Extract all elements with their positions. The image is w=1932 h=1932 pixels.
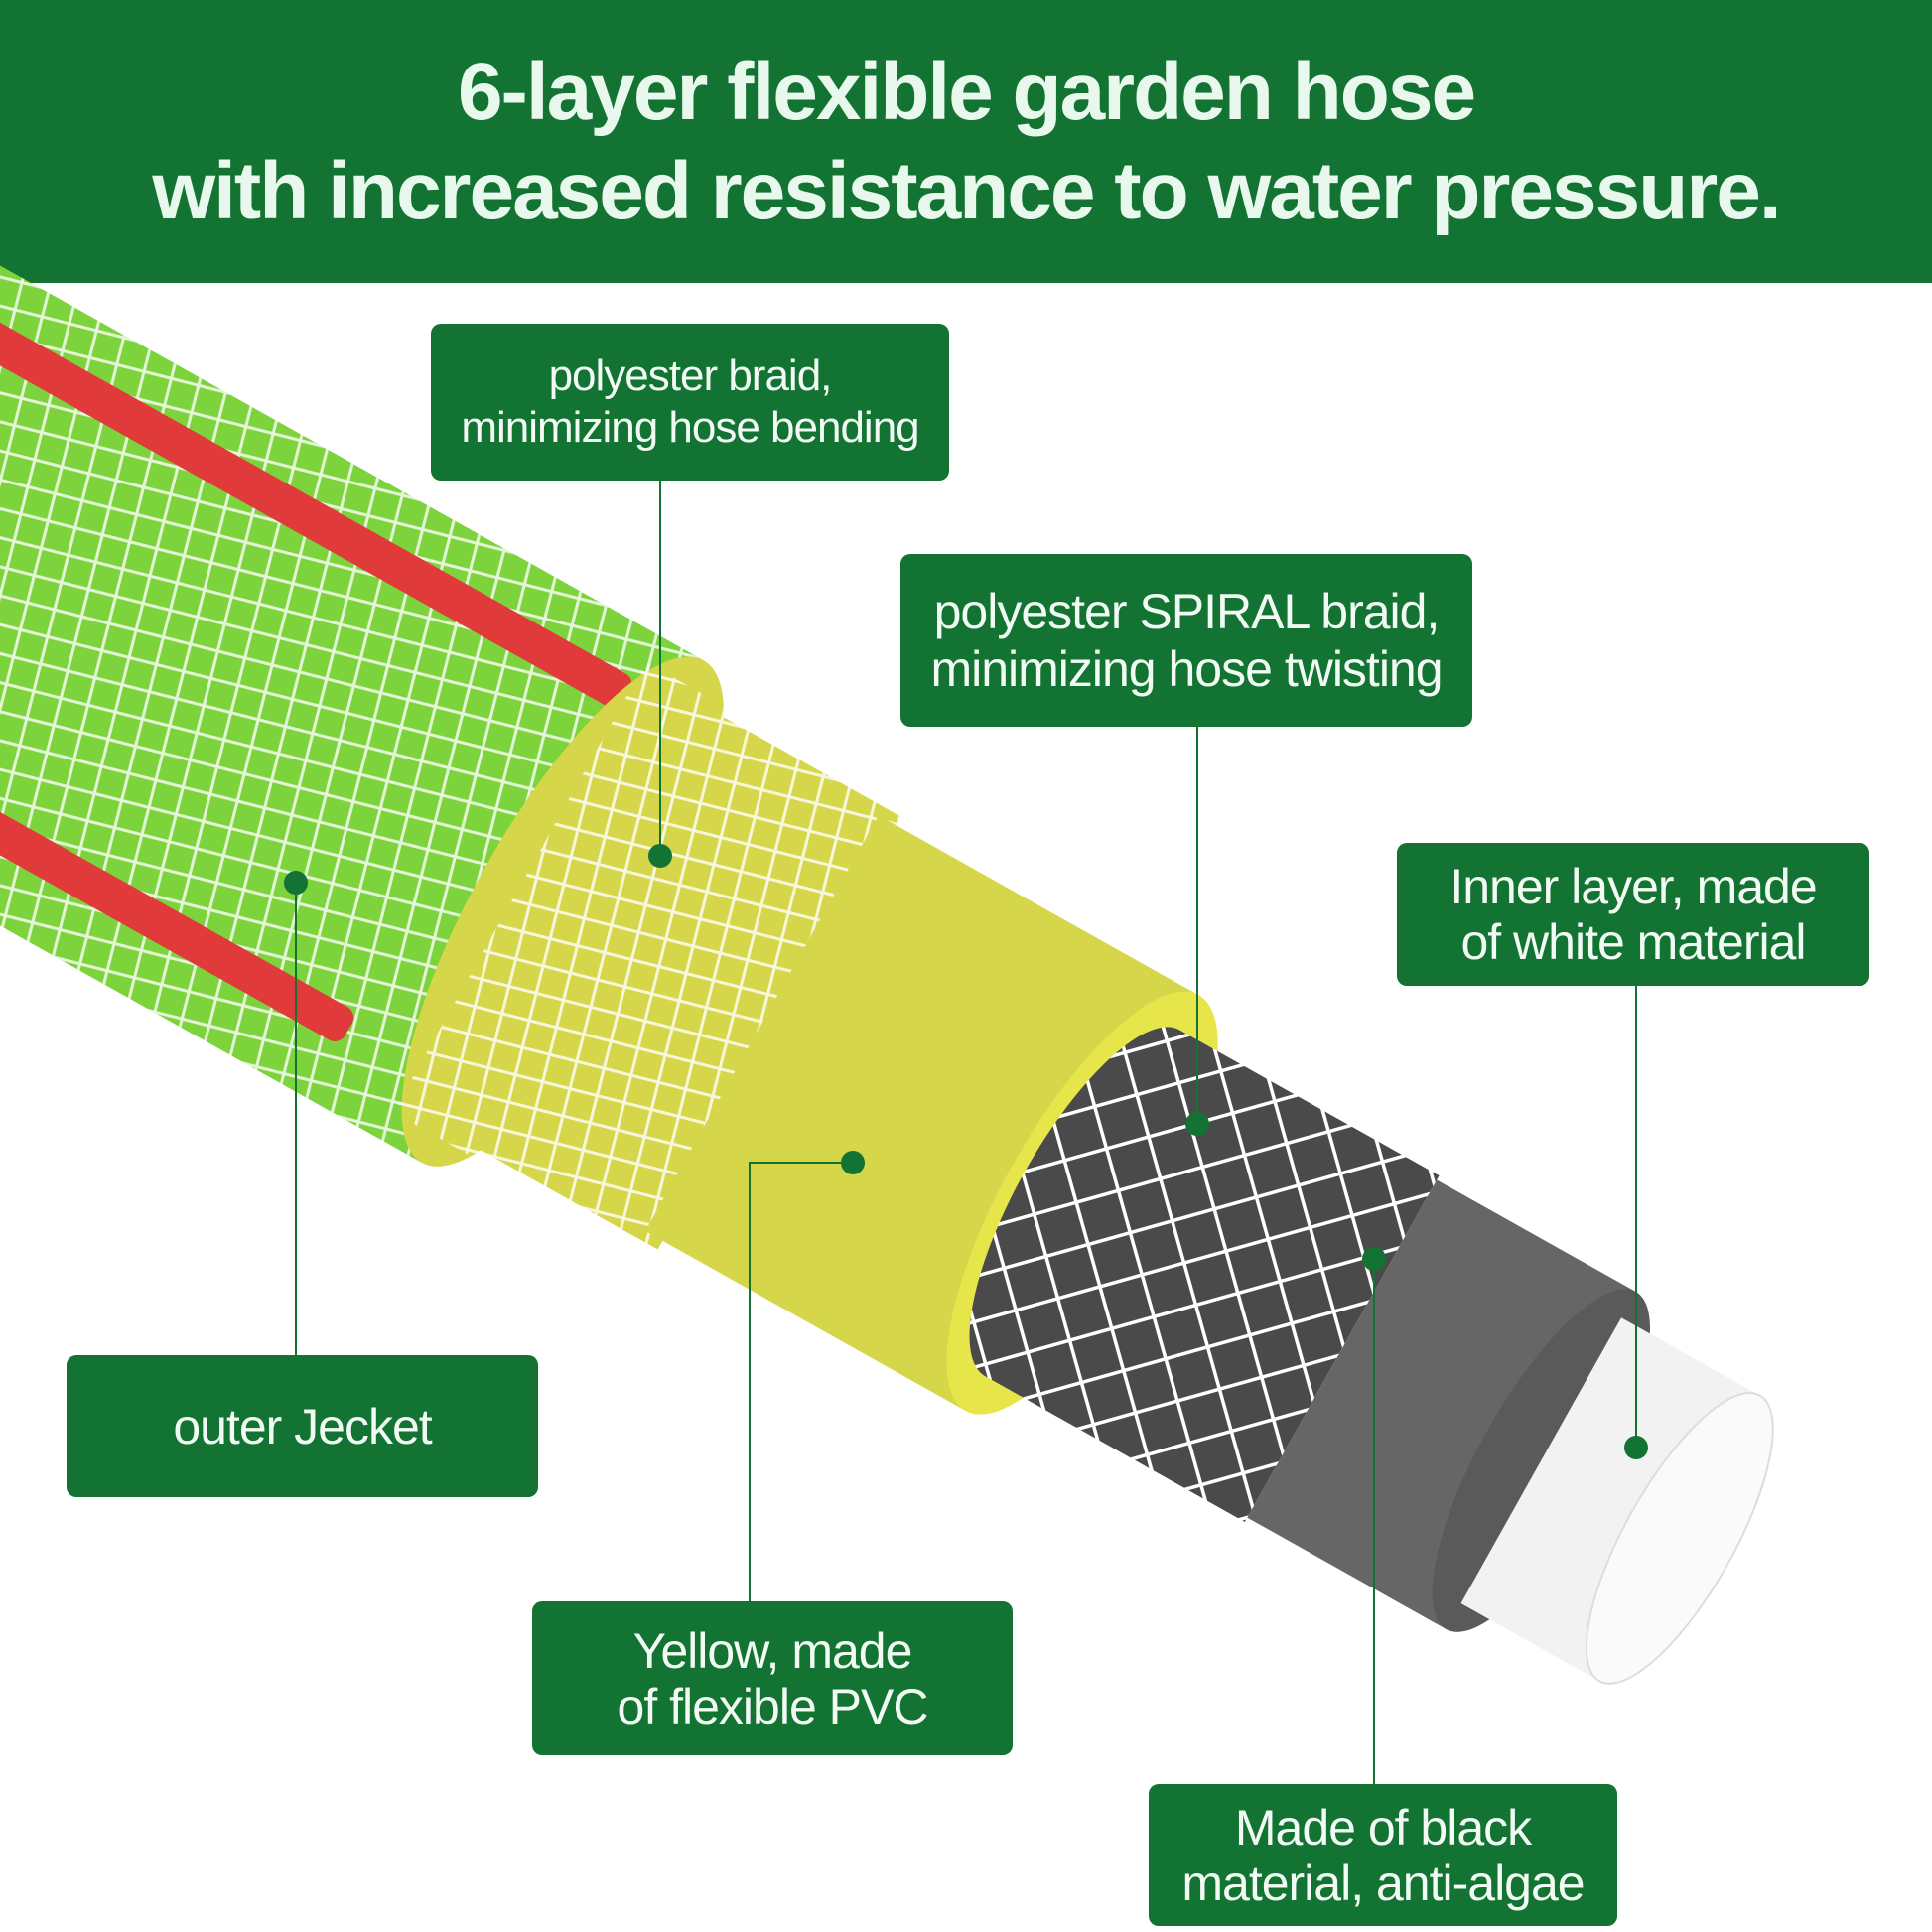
label-black-layer: Made of black material, anti-algae — [1149, 1784, 1617, 1926]
label-outer-jacket: outer Jecket — [67, 1355, 538, 1497]
leader-dots — [284, 844, 1648, 1459]
label-text: minimizing hose twisting — [930, 641, 1443, 697]
inner-white-layer — [1460, 1317, 1774, 1685]
label-spiral-braid: polyester SPIRAL braid, minimizing hose … — [900, 554, 1472, 727]
label-text: of white material — [1460, 914, 1806, 970]
title-line-1: 6-layer flexible garden hose — [457, 46, 1476, 137]
label-text: of flexible PVC — [617, 1678, 929, 1734]
label-text: Yellow, made — [632, 1622, 913, 1679]
label-polyester-braid: polyester braid, minimizing hose bending — [431, 324, 949, 481]
label-text: polyester braid, — [548, 351, 833, 400]
leader-lines — [295, 481, 1637, 1784]
label-text: Inner layer, made — [1449, 859, 1817, 914]
label-text: material, anti-algae — [1181, 1855, 1585, 1911]
label-text: outer Jecket — [173, 1398, 432, 1454]
label-inner-layer: Inner layer, made of white material — [1397, 843, 1869, 986]
title-line-2: with increased resistance to water press… — [152, 145, 1781, 236]
braid-layer — [393, 656, 906, 1259]
label-text: minimizing hose bending — [461, 403, 919, 452]
label-text: Made of black — [1234, 1799, 1532, 1856]
spiral-braid-layer — [969, 1027, 1440, 1522]
outer-jacket-layer — [0, 150, 704, 1163]
label-text: polyester SPIRAL braid, — [933, 584, 1441, 639]
label-yellow-pvc: Yellow, made of flexible PVC — [532, 1601, 1013, 1755]
title-banner: 6-layer flexible garden hose with increa… — [0, 0, 1932, 283]
